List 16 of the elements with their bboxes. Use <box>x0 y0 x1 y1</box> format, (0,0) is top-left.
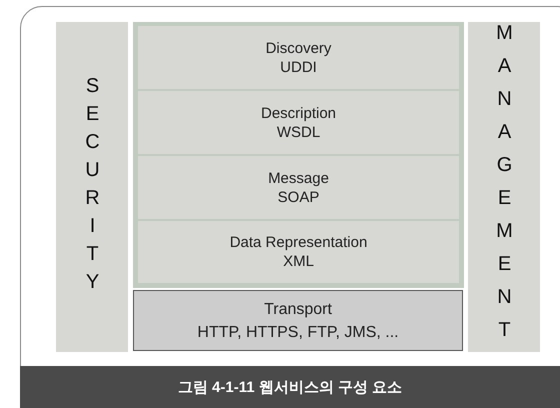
layer-title: Discovery <box>266 38 332 58</box>
vertical-band <box>468 22 540 352</box>
layer-title: Message <box>268 168 329 188</box>
vertical-band <box>56 22 128 352</box>
protocol-text: HTTP, HTTPS, FTP, JMS, ... <box>197 322 399 342</box>
band-title: SECURITY <box>80 75 104 299</box>
protocol-text: UDDI <box>280 58 317 76</box>
band-title: MANAGEMENT <box>492 22 516 352</box>
layer-title: Transport <box>264 300 332 320</box>
protocol-text: XML <box>283 252 314 271</box>
layer-box <box>133 290 463 351</box>
caption: 그림 4-1-11 웹서비스의 구성 요소 <box>178 378 402 396</box>
layer-title: Data Representation <box>230 233 368 252</box>
layer-title: Description <box>260 104 336 122</box>
protocol-text: WSDL <box>276 122 320 142</box>
protocol-text: SOAP <box>278 188 320 206</box>
